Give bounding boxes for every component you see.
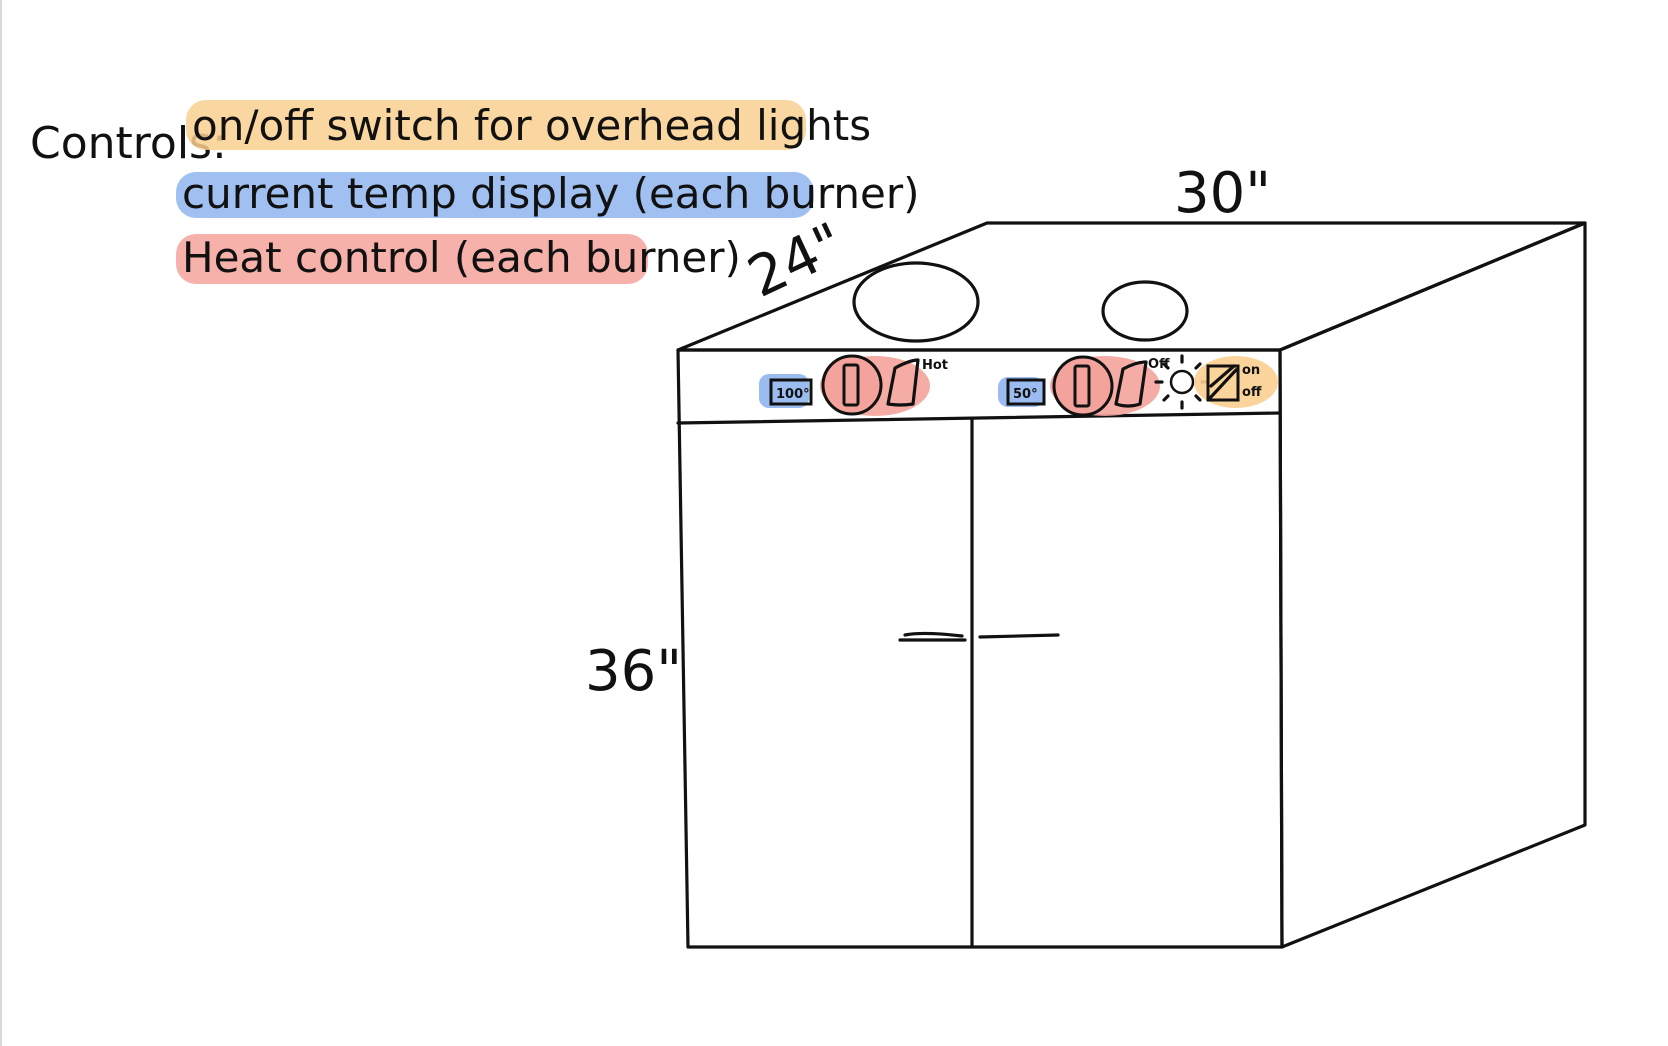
legend-highlight-heat — [176, 234, 648, 284]
left-temp-display — [769, 378, 813, 406]
dimension-width: 30" — [1174, 161, 1271, 226]
left-heat-knob — [821, 354, 883, 416]
right-door-handle — [978, 633, 1060, 639]
switch-highlight — [1194, 356, 1278, 408]
cabinet-side-face — [1278, 221, 1587, 949]
left-heat-dial-arc — [886, 358, 920, 407]
light-switch — [1206, 364, 1240, 402]
control-panel: 100° Hot 50° Off on off — [759, 354, 1278, 417]
right-temp-value: 50° — [1013, 387, 1038, 402]
right-temp-display — [1006, 378, 1046, 406]
right-heat-dial-arc — [1114, 360, 1148, 408]
legend-highlight-lights — [186, 100, 806, 150]
dimension-depth: 24" — [738, 211, 853, 311]
legend-item-lights-switch: on/off switch for overhead lights — [192, 101, 871, 150]
switch-on-label: on — [1242, 363, 1260, 378]
right-knob-grip — [1073, 364, 1091, 408]
cabinet-front-face — [676, 348, 1284, 949]
legend-item-temp-display: current temp display (each burner) — [182, 169, 920, 218]
burner-small — [1101, 280, 1189, 342]
right-heat-knob — [1052, 355, 1114, 417]
burner-large — [852, 261, 980, 343]
light-switch-toggle — [1208, 364, 1238, 400]
left-temp-value: 100° — [776, 387, 810, 402]
left-knob-label: Hot — [922, 358, 948, 373]
legend-item-heat-control: Heat control (each burner) — [182, 233, 741, 282]
dimension-height: 36" — [585, 639, 682, 704]
cabinet-drawing — [676, 221, 1587, 949]
legend-highlight-temp — [176, 172, 814, 218]
left-door-handle — [898, 631, 967, 642]
switch-off-label: off — [1242, 385, 1262, 400]
right-knob-label: Off — [1148, 357, 1170, 372]
control-panel-edge — [676, 411, 1282, 425]
legend: Controls: on/off switch for overhead lig… — [30, 100, 920, 284]
left-knob-grip — [842, 363, 860, 407]
